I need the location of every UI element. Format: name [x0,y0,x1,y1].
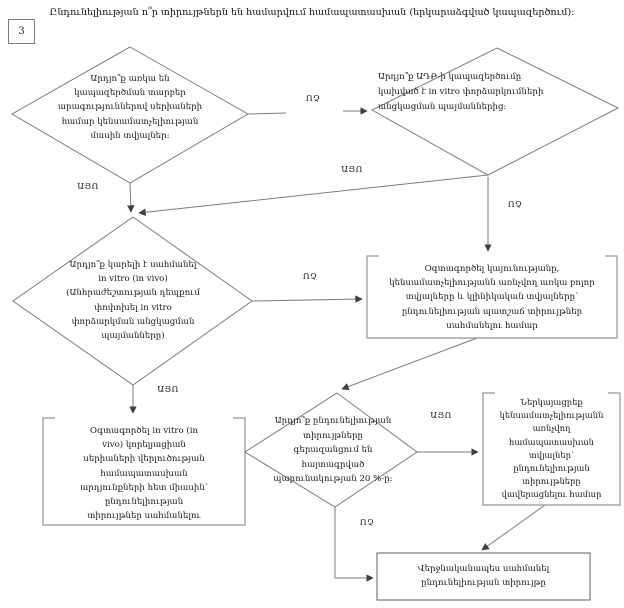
page-number-box: 3 [8,19,35,44]
diamond-batches-data-text: Արդյո՞ք առկա են կապազերծման տարբեր արագո… [57,74,203,141]
box-finalize-range-frame [376,552,591,601]
edge-label-no-d1: ՈՉ [305,94,321,104]
box-use-ivivc-text: Օգտագործել in vitro (in vivo) կորելյացիա… [80,426,208,522]
edge-d4-no-arrow [334,507,374,582]
diamond-ivivc-definable-text: Արդյո՞ք կարելի է սահմանել in vitro (in v… [66,260,200,342]
edge-label-yes-d1: ԱՅՈ [77,182,99,192]
diamond-exceed-20pct-text: Արդյո՞ք ընդունելիության տիրույթները գերա… [273,416,393,484]
edge-label-yes-d4: ԱՅՈ [430,411,452,421]
box-finalize-range-text: Վերջնականապես սահմանել ընդունելիության տ… [417,564,550,589]
box-submit-bioavailability-text: Ներկայացրեք կենսամատչելիությանն առնչվող … [499,397,604,500]
edge-label-no-d3: ՈՉ [302,272,318,282]
edge-useall-to-d4-arrow [341,337,478,391]
edge-d2-yes-arrow [138,174,489,216]
edge-label-yes-d3: ԱՅՈ [157,385,179,395]
edge-d3-no-arrow [251,295,363,303]
edge-d1-no-segment [247,112,287,115]
box-use-all-data-text: Օգտագործել կայունությանը, կենսամատչելիու… [389,264,595,331]
page-title: Ընդունելիության ո՞ր տիրույթներն են համար… [49,7,575,18]
edge-d1-yes-arrow [127,182,135,213]
diamond-api-release-conditions-text: Արդյո՞ք ԱԴԲ-ի կապազերծումը կախված է in v… [378,72,544,112]
edge-label-no-d4: ՈՉ [359,518,375,528]
box-use-ivivc-frame [42,417,246,526]
edge-label-no-d2: ՈՉ [507,200,523,210]
box-use-all-data-frame [366,255,618,339]
edge-submit-to-final-arrow [481,504,546,551]
edge-label-yes-d2: ԱՅՈ [341,165,363,175]
box-submit-bioavailability-frame [482,392,621,506]
